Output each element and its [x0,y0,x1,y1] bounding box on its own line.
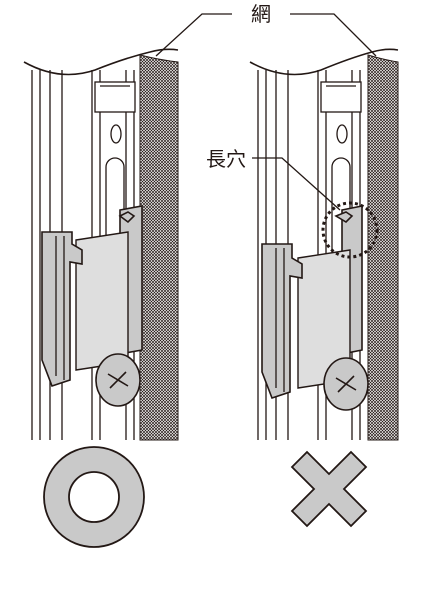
right-clip [261,205,363,400]
right-screw [323,357,369,411]
left-mesh [139,54,179,441]
left-screw [95,353,141,407]
slot-callout: 長穴 [206,147,341,211]
net-label: 網 [251,2,271,26]
left-screw-hole [110,124,122,144]
right-mesh [367,54,399,441]
slot-highlight-circle [321,201,379,259]
left-panel-correct [23,48,179,441]
right-top-edge [249,48,399,76]
circle-mark-icon [43,446,145,548]
right-panel-incorrect [249,48,399,441]
right-screw-hole [336,124,348,144]
cross-mark-icon [290,450,368,528]
left-clip [41,205,143,388]
left-top-slot [94,81,136,113]
right-top-slot [320,81,362,113]
net-callout: 網 [155,2,377,57]
slot-label: 長穴 [206,147,246,171]
